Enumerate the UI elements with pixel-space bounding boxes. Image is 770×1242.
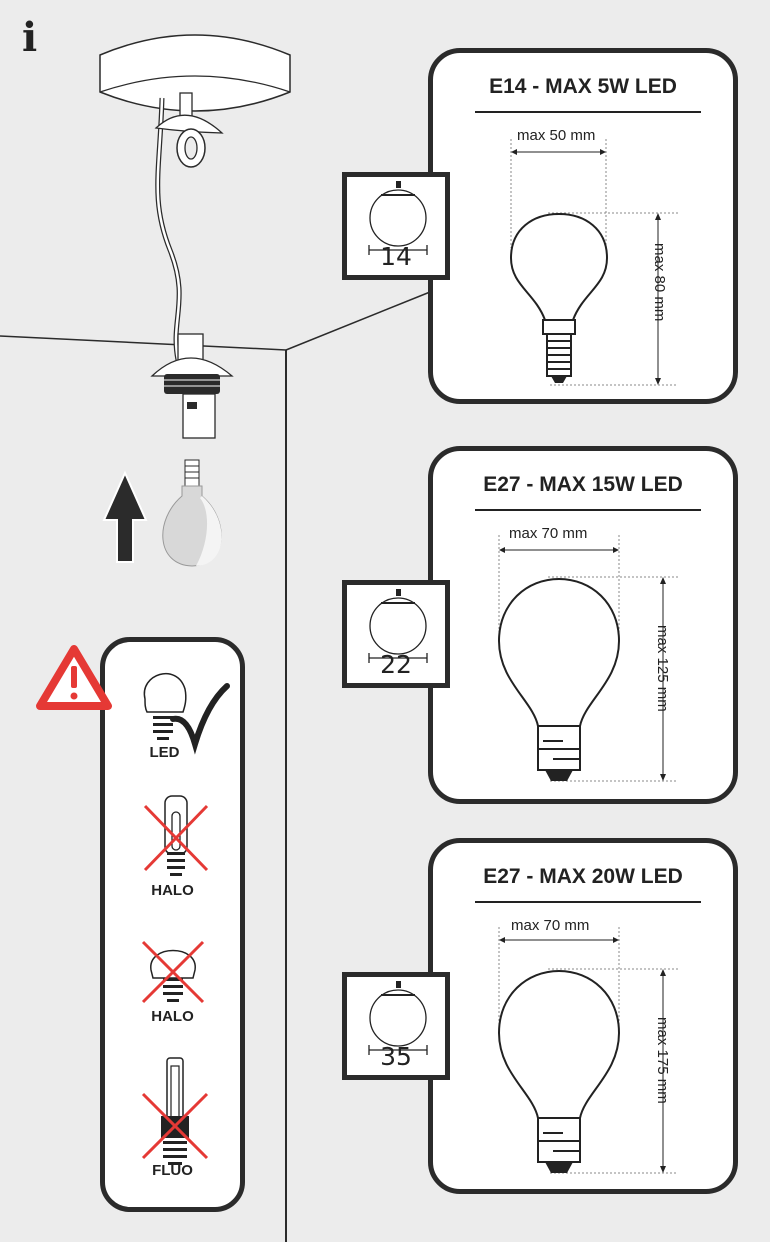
width-label: max 70 mm — [511, 917, 590, 934]
info-icon: i — [22, 14, 38, 61]
bulb-e27-diagram — [497, 927, 678, 1174]
spec-card-e27-20w: E27 - MAX 20W LED max 70 mm max 175 mm — [428, 838, 738, 1194]
divider — [475, 901, 701, 903]
divider — [475, 509, 701, 511]
width-label: max 70 mm — [509, 525, 588, 542]
width-label: max 50 mm — [517, 127, 596, 144]
socket-size-box-35: 35 — [342, 972, 450, 1080]
socket-size-label: 22 — [380, 650, 412, 679]
spec-title: E27 - MAX 20W LED — [483, 865, 683, 888]
led-bulb-icon — [143, 672, 230, 755]
halogen-capsule-icon — [143, 795, 209, 876]
legend-label-halo: HALO — [151, 882, 194, 899]
socket-size-box-22: 22 — [342, 580, 450, 688]
fluorescent-tube-icon — [141, 1057, 209, 1165]
spec-card-e14: E14 - MAX 5W LED max 50 mm max 80 mm — [428, 48, 738, 404]
bulb-e27-diagram — [497, 535, 678, 782]
legend-label-fluo: FLUO — [152, 1162, 193, 1179]
bulb-type-legend: LED HALO HALO FLUO — [100, 637, 245, 1212]
globe-shade-icon — [368, 589, 428, 663]
spec-title: E27 - MAX 15W LED — [483, 473, 683, 496]
bulb-e14-diagram — [509, 139, 678, 386]
pendant-lamp-illustration — [99, 34, 291, 567]
divider — [475, 111, 701, 113]
globe-shade-icon — [368, 981, 428, 1055]
socket-size-label: 35 — [380, 1042, 412, 1071]
up-arrow-icon — [102, 470, 148, 563]
globe-shade-icon — [368, 181, 428, 255]
socket-size-box-14: 14 — [342, 172, 450, 280]
socket-size-label: 14 — [380, 242, 412, 271]
spec-title: E14 - MAX 5W LED — [489, 75, 677, 98]
halogen-globe-icon — [141, 940, 205, 1004]
warning-triangle-icon — [36, 645, 112, 710]
legend-label-halo: HALO — [151, 1008, 194, 1025]
spec-card-e27-15w: E27 - MAX 15W LED max 70 mm max 125 mm — [428, 446, 738, 804]
legend-label-led: LED — [149, 744, 180, 761]
